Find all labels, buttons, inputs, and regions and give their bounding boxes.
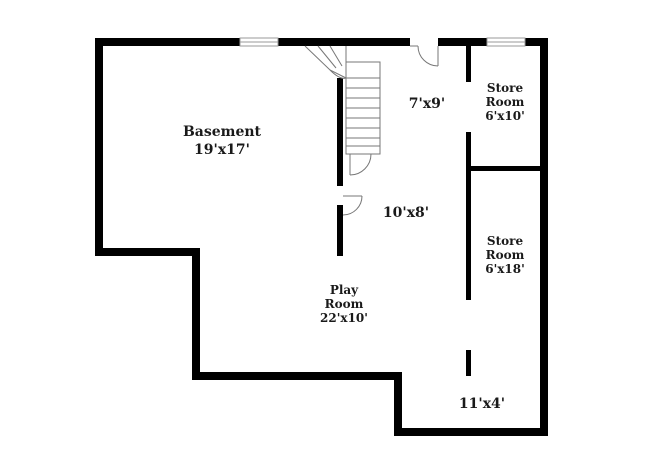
doors xyxy=(337,38,439,216)
store-room-small-name-2: Room xyxy=(486,95,525,109)
wall-basement-right-upper xyxy=(337,78,343,186)
wall-store-divider-mid xyxy=(466,132,471,166)
windows xyxy=(239,37,526,47)
landing-dims: 7'x9' xyxy=(409,96,445,112)
wall-store-divider-upper xyxy=(466,46,471,82)
store-room-large-name-2: Room xyxy=(486,248,525,262)
wall-right xyxy=(540,38,548,436)
wall-store-room-partition xyxy=(466,166,546,171)
interior-walls xyxy=(337,46,546,376)
hall-dims: 10'x8' xyxy=(383,205,429,221)
wall-basement-bottom xyxy=(95,248,200,256)
store-room-large-dims: 6'x18' xyxy=(485,262,525,276)
store-room-small-name-1: Store xyxy=(487,81,524,95)
wall-basement-right-lower xyxy=(337,205,343,256)
staircase xyxy=(304,45,381,155)
alcove-dims: 11'x4' xyxy=(459,396,505,412)
wall-top xyxy=(95,38,548,46)
play-room-name-2: Room xyxy=(325,297,364,311)
play-room-dims: 22'x10' xyxy=(320,311,368,325)
play-room-name-1: Play xyxy=(330,283,359,297)
wall-left-playroom xyxy=(192,248,200,380)
basement-dims: 19'x17' xyxy=(194,142,250,158)
wall-store-divider-lower xyxy=(466,166,471,300)
wall-left-alcove xyxy=(394,372,402,436)
store-room-large-name-1: Store xyxy=(487,234,524,248)
store-room-small-dims: 6'x10' xyxy=(485,109,525,123)
wall-bottom xyxy=(394,428,548,436)
wall-store-divider-bottom xyxy=(466,350,471,376)
wall-left-basement xyxy=(95,38,103,256)
basement-name: Basement xyxy=(183,124,262,140)
wall-playroom-bottom xyxy=(192,372,402,380)
exterior-walls xyxy=(95,38,548,436)
